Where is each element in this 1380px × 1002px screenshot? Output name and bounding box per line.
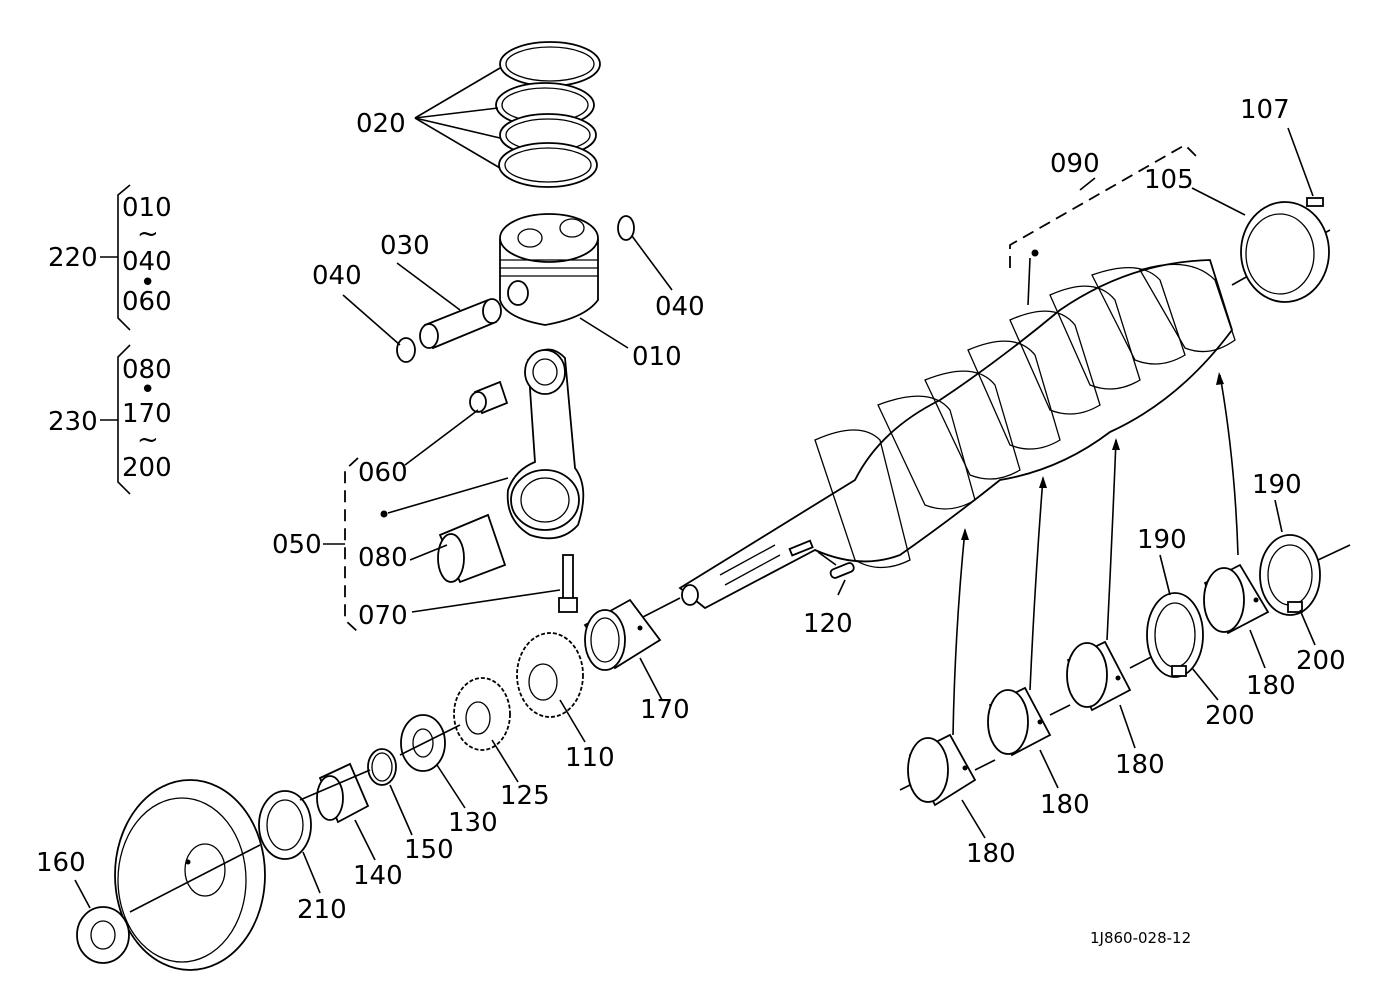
piston-rings [495,41,601,188]
circlip-right [617,215,635,241]
piston-pin [419,298,502,350]
drawing-code: 1J860-028-12 [1090,929,1191,947]
big-end-bearing [437,513,507,584]
kit-220-item-2: ~ [137,219,159,249]
rear-bearing-ring [1240,201,1330,303]
dowel-pin [1306,197,1324,207]
label-180-d: 180 [1246,671,1296,701]
kit-230-item-3: 170 [122,399,172,429]
label-070: 070 [358,601,408,631]
label-150: 150 [404,835,454,865]
kit-220-label: 220 [48,243,98,273]
label-060: 060 [358,458,408,488]
kit-230-item-5: 200 [122,453,172,483]
pulley-nut-160 [76,906,130,964]
label-020: 020 [356,109,406,139]
crank-gear-110 [516,632,584,718]
label-090: 090 [1050,149,1100,179]
label-080: 080 [358,543,408,573]
kit-230-item-1: 080 [122,355,172,385]
label-125: 125 [500,781,550,811]
connecting-rod [506,348,585,540]
thrust-washer-190-a [1146,592,1204,678]
label-170: 170 [640,695,690,725]
circlip-left [396,337,416,363]
oil-seal-210 [258,790,312,860]
front-bearing-170 [583,598,662,671]
label-110: 110 [565,743,615,773]
label-105: 105 [1144,165,1194,195]
label-190-a: 190 [1137,525,1187,555]
main-bearing-180-c [1066,640,1132,712]
label-030: 030 [380,231,430,261]
woodruff-key [829,562,855,579]
label-050: 050 [272,530,322,560]
kit-230-item-2: • [140,375,155,405]
piston [499,213,599,326]
o-ring-150 [367,748,397,786]
collar-140 [316,762,370,824]
label-210: 210 [297,895,347,925]
main-bearing-180-a [907,733,977,807]
label-160: 160 [36,848,86,878]
crankshaft [678,259,1236,610]
label-107: 107 [1240,95,1290,125]
kit-220-item-4: • [140,268,155,298]
label-200-b: 200 [1296,646,1346,676]
main-bearing-180-d [1203,563,1270,635]
kit-220-item-3: 040 [122,247,172,277]
label-130: 130 [448,808,498,838]
oil-pump-gear-125 [453,677,511,751]
kit-230-item-4: ~ [137,425,159,455]
main-bearing-180-b [987,686,1052,757]
label-200-a: 200 [1205,701,1255,731]
label-120: 120 [803,609,853,639]
kit-220-group: 220 010 ~ 040 • 060 [48,184,172,331]
thrust-washer-190-b [1259,534,1321,616]
kit-220-item-5: 060 [122,287,172,317]
kit-230-group: 230 080 • 170 ~ 200 [48,344,172,495]
label-190-b: 190 [1252,470,1302,500]
small-end-bush [469,380,509,415]
label-140: 140 [353,861,403,891]
leader-020 [414,67,501,169]
label-040-right: 040 [655,292,705,322]
label-180-c: 180 [1115,750,1165,780]
label-040-left: 040 [312,261,362,291]
label-180-a: 180 [966,839,1016,869]
label-180-b: 180 [1040,790,1090,820]
rod-bolt [558,554,578,613]
kit-230-label: 230 [48,407,98,437]
label-010: 010 [632,342,682,372]
crank-pulley [114,779,266,971]
kit-220-item-1: 010 [122,193,172,223]
install-arrows [952,372,1239,736]
